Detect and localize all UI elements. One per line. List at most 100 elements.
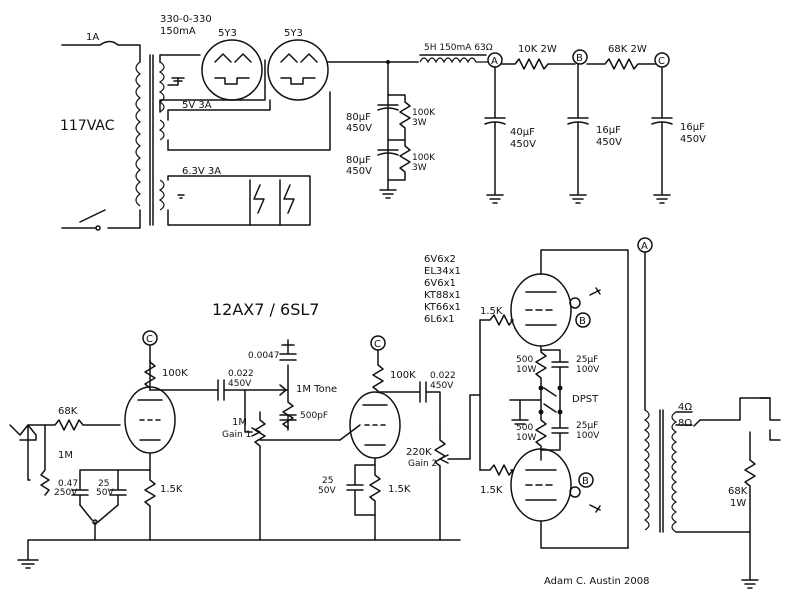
node-b-cap-value: 16μF [596, 125, 621, 136]
plate-resistor-2-label: 100K [390, 370, 416, 381]
coupling-cap-1-voltage: 450V [228, 379, 252, 389]
preamp-ground-bus [17, 539, 461, 569]
cathode-resistor-bottom [535, 411, 547, 461]
transformer-primary [135, 61, 141, 207]
bypass-cap-3-voltage: 50V [318, 486, 336, 496]
power-tube-top-b-node [575, 312, 591, 328]
cathode-resistor-1-label: 1.5K [160, 484, 183, 495]
node-b-cap-voltage: 450V [596, 137, 622, 148]
gain-1-pot [254, 411, 266, 541]
choke-label: 5H 150mA 63Ω [424, 43, 493, 53]
gain-2-pot [434, 429, 446, 541]
tone-pot-label: 1M Tone [296, 384, 337, 395]
cathode-resistor-2 [369, 457, 381, 541]
filter-cap-2-value: 80μF [346, 155, 371, 166]
tone-pot [244, 389, 294, 429]
transformer-rating-bottom: 150mA [160, 26, 196, 37]
hv-secondary [158, 61, 165, 113]
coupling-cap-2-voltage: 450V [430, 381, 454, 391]
bleeder-1-watt: 3W [412, 118, 427, 128]
cathode-resistor-top-value: 500 [516, 355, 533, 365]
preamp-section: 12AX7 / 6SL7 1M 68K C 100K 0.022 450V 0.… [9, 300, 481, 569]
bypass-cap-1-voltage: 250V [54, 488, 78, 498]
power-tube-bottom-b-label: B [582, 476, 589, 487]
tone-cap2-label: 500pF [300, 411, 328, 421]
preamp-tube-title: 12AX7 / 6SL7 [212, 300, 319, 319]
ground-symbol [379, 189, 397, 199]
load-resistor [744, 431, 756, 533]
bright-switch [79, 504, 119, 541]
power-supply: 1A 117VAC 330-0-330 150mA 5Y3 5Y3 5V 3A [60, 14, 706, 231]
bleeder-1-value: 100K [412, 108, 436, 118]
output-tube-5: KT66x1 [424, 302, 461, 313]
output-tube-3: 6V6x1 [424, 278, 456, 289]
cathode-cap-top-voltage: 100V [576, 365, 600, 375]
dpst-switch [543, 387, 557, 413]
coupling-cap-1-value: 0.022 [228, 369, 254, 379]
bleeder-2-watt: 3W [412, 163, 427, 173]
fuse-label: 1A [86, 32, 99, 43]
cathode-resistor-top-watt: 10W [516, 365, 536, 375]
bleeder-2 [387, 139, 411, 181]
output-tube-2: EL34x1 [424, 266, 461, 277]
cathode-cap-bottom-voltage: 100V [576, 431, 600, 441]
filter-choke [419, 57, 488, 64]
preamp-node-c-label-2: C [374, 339, 381, 350]
filament-5v-label: 5V 3A [182, 100, 212, 111]
bypass-cap-3-value: 25 [322, 476, 333, 486]
power-switch-contact [95, 225, 101, 231]
rectifier-1-label: 5Y3 [218, 28, 237, 39]
plate-resistor-2 [372, 349, 384, 393]
rectifier-2-tube [267, 39, 329, 101]
author-credit: Adam C. Austin 2008 [544, 576, 649, 587]
resistor-bc-label: 68K 2W [608, 44, 647, 55]
resistor-ab-label: 10K 2W [518, 44, 557, 55]
6v3-secondary [158, 179, 165, 211]
filter-cap-1-value: 80μF [346, 112, 371, 123]
filter-cap-1 [377, 104, 399, 111]
tone-cap-label: 0.0047 [248, 351, 280, 361]
node-a-cap-voltage: 450V [510, 139, 536, 150]
dropping-resistor-ab [501, 58, 576, 70]
plate-resistor-1-label: 100K [162, 368, 188, 379]
node-c-cap [651, 66, 673, 204]
preamp-node-c-label-1: C [146, 334, 153, 345]
power-tube-top-b-label: B [579, 316, 586, 327]
grid-resistor-label: 68K [58, 406, 78, 417]
node-c-cap-voltage: 450V [680, 134, 706, 145]
gain-2-value: 220K [406, 447, 432, 458]
load-resistor-value: 68K [728, 486, 748, 497]
cathode-resistor-bottom-watt: 10W [516, 433, 536, 443]
output-tube-4: KT88x1 [424, 290, 461, 301]
impedance-selector [693, 419, 701, 427]
bypass-cap-2-value: 25 [98, 479, 109, 489]
output-tube-1: 6V6x2 [424, 254, 456, 265]
transformer-rating-top: 330-0-330 [160, 14, 212, 25]
cathode-resistor-1 [144, 469, 156, 541]
cathode-resistor-top [535, 345, 547, 389]
tap-4-ohm: 4Ω [678, 402, 692, 413]
node-a-cap-value: 40μF [510, 127, 535, 138]
bleeder-2-value: 100K [412, 153, 436, 163]
filament-6v3-label: 6.3V 3A [182, 166, 221, 177]
node-b-label: B [576, 53, 583, 64]
gain-2-name: Gain 2 [408, 459, 437, 469]
input-resistor-label: 1M [58, 450, 73, 461]
mains-label: 117VAC [60, 118, 115, 134]
node-c-label: C [658, 56, 665, 67]
output-tube-6: 6L6x1 [424, 314, 455, 325]
cathode-cap-top-value: 25μF [576, 355, 598, 365]
gain-1-value: 1M [232, 417, 247, 428]
cathode-resistor-bottom-value: 500 [516, 423, 533, 433]
cathode-resistor-2-label: 1.5K [388, 484, 411, 495]
node-a-label: A [491, 56, 498, 67]
dropping-resistor-bc [586, 58, 656, 70]
output-section: 6V6x2 EL34x1 6V6x1 KT88x1 KT66x1 6L6x1 B… [424, 237, 781, 589]
ot-node-a-label: A [641, 241, 648, 252]
power-tube-bottom-b-node [578, 472, 594, 488]
coupling-cap-2-value: 0.022 [430, 371, 456, 381]
grid-resistor-bottom-label: 1.5K [480, 485, 503, 496]
dpst-label: DPST [572, 394, 599, 405]
